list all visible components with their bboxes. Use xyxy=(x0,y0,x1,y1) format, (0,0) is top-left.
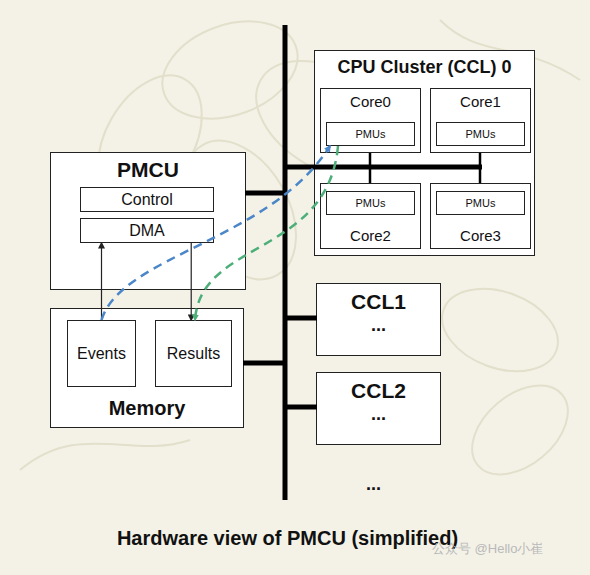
cluster-box: CPU Cluster (CCL) 0Core0PMUsCore1PMUsCor… xyxy=(314,50,535,256)
node-label: Results xyxy=(167,345,220,363)
memory-region: Results xyxy=(155,320,232,387)
pmu-box: PMUs xyxy=(436,191,525,215)
access-arrow xyxy=(191,243,192,320)
petal xyxy=(431,274,570,386)
sub-block: Control xyxy=(80,187,214,212)
access-arrow xyxy=(101,243,102,320)
core-box: Core3 PMUs xyxy=(430,183,531,249)
cluster-box: CCL1... xyxy=(316,283,441,356)
sub-block: DMA xyxy=(80,218,214,243)
stem xyxy=(20,440,190,470)
ellipsis-label: ... xyxy=(366,474,381,495)
node-label: PMCU xyxy=(51,158,245,181)
node-label: ... xyxy=(317,316,440,336)
core-box: Core1PMUs xyxy=(430,88,531,153)
node-label: PMUs xyxy=(466,128,496,140)
memory-region: Events xyxy=(67,320,136,387)
bus-link xyxy=(285,316,317,321)
node-label: CCL2 xyxy=(317,379,440,402)
node-label: Memory xyxy=(51,397,243,419)
pmu-box: PMUs xyxy=(326,122,415,146)
cluster-box: CCL2... xyxy=(316,372,441,445)
bus-link xyxy=(245,191,285,196)
node-label: Control xyxy=(121,191,173,209)
node-label: DMA xyxy=(129,222,165,240)
petal xyxy=(149,4,311,136)
dataflow-arrow xyxy=(195,146,338,320)
node-label: CCL1 xyxy=(317,290,440,313)
petal xyxy=(455,368,584,492)
system-bus xyxy=(283,25,288,500)
node-label: Core3 xyxy=(431,228,530,245)
node-label: PMUs xyxy=(466,197,496,209)
node-label: Core0 xyxy=(321,94,420,111)
flower-watermark xyxy=(20,4,585,492)
watermark: 公众号 @Hello小崔 xyxy=(432,540,543,558)
core-box: Core0PMUs xyxy=(320,88,421,153)
petal xyxy=(77,57,223,222)
pmu-box: PMUs xyxy=(436,122,525,146)
dataflow-arrow xyxy=(102,146,331,320)
node-label: Events xyxy=(77,345,126,363)
node-label: Core1 xyxy=(431,94,530,111)
bus-link xyxy=(285,405,317,410)
node-label: Core2 xyxy=(321,228,420,245)
bus-link xyxy=(243,361,285,366)
node-label: PMUs xyxy=(356,128,386,140)
memory-box: Memory Events Results xyxy=(50,308,244,428)
controller-box: PMCU ControlDMA xyxy=(50,152,246,290)
node-label: PMUs xyxy=(356,197,386,209)
core-box: Core2 PMUs xyxy=(320,183,421,249)
node-label: CPU Cluster (CCL) 0 xyxy=(315,58,534,78)
pmu-box: PMUs xyxy=(326,191,415,215)
node-label: ... xyxy=(317,405,440,425)
